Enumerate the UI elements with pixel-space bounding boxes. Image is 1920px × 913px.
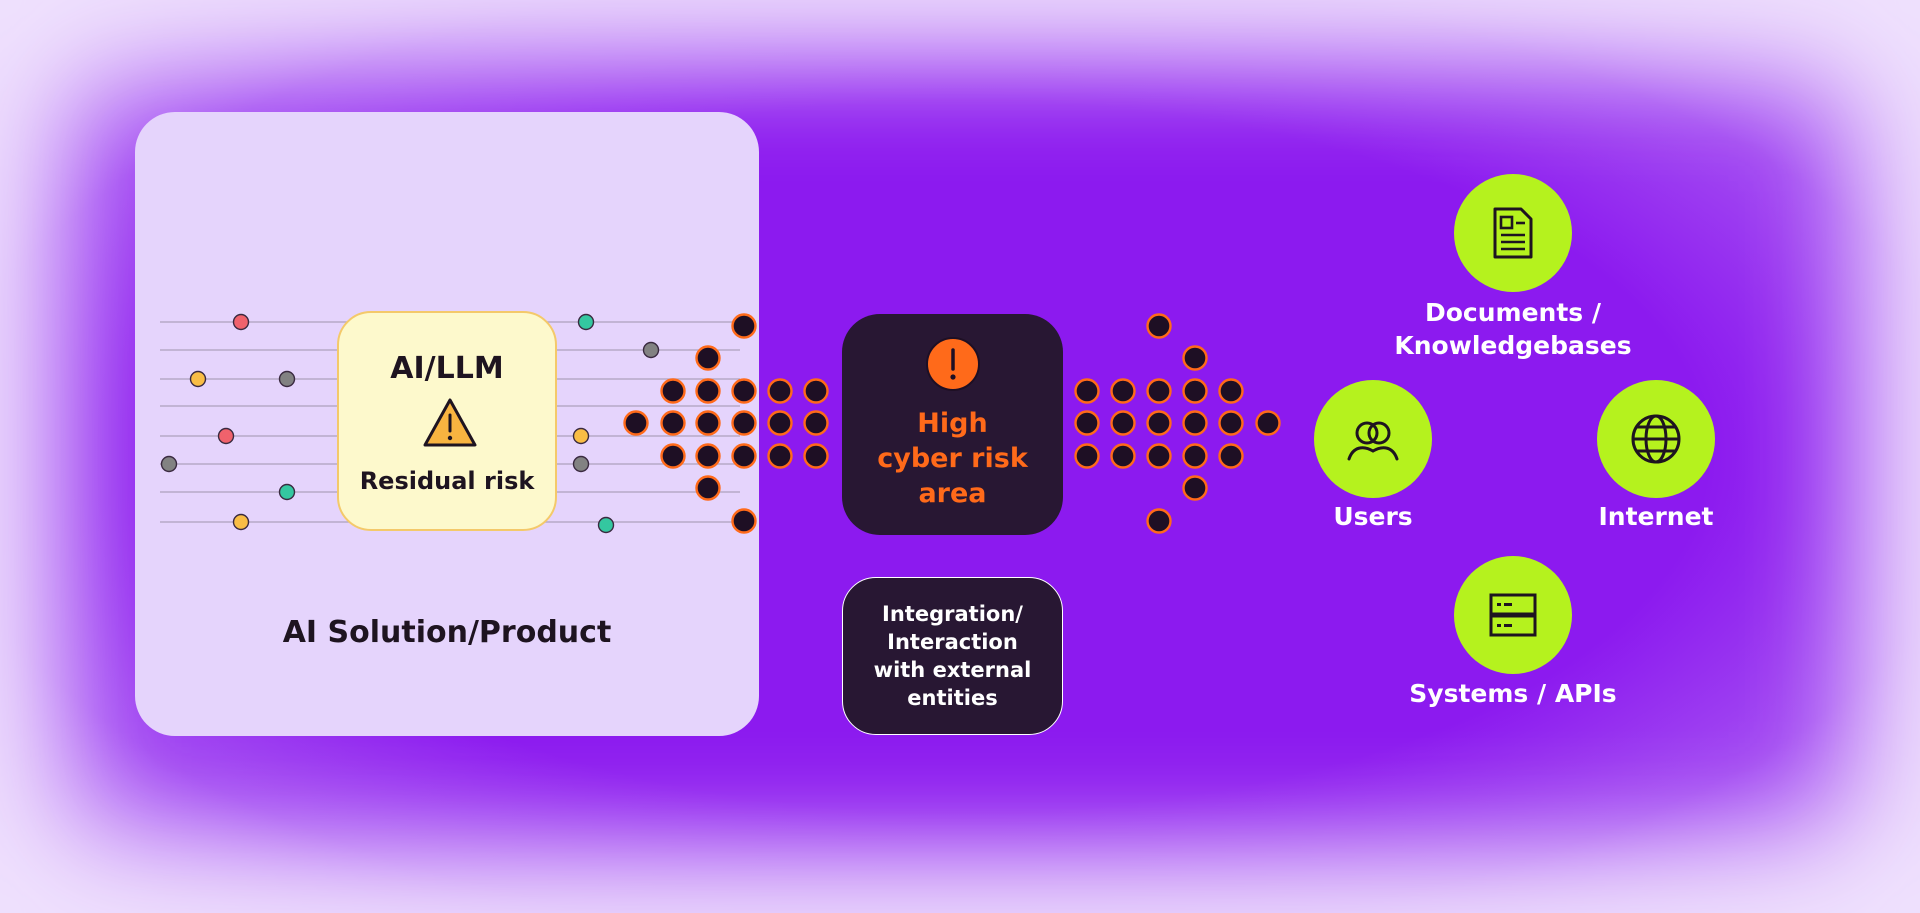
data-dot bbox=[278, 483, 296, 501]
data-dot bbox=[597, 516, 615, 534]
globe-icon bbox=[1631, 414, 1681, 464]
arrow-node bbox=[803, 378, 829, 404]
internet-label-text: Internet bbox=[1598, 502, 1714, 531]
arrow-node bbox=[731, 508, 757, 534]
systems-node bbox=[1454, 556, 1572, 674]
warning-triangle-icon bbox=[423, 398, 477, 447]
residual-risk-label: Residual risk bbox=[359, 467, 535, 495]
arrow-node bbox=[767, 443, 793, 469]
high-risk-box: High cyber risk area bbox=[842, 314, 1063, 535]
data-dot bbox=[278, 370, 296, 388]
documents-label: Documents / Knowledgebases bbox=[1363, 296, 1663, 362]
arrow-node bbox=[1182, 378, 1208, 404]
arrow-node bbox=[1182, 345, 1208, 371]
arrow-node bbox=[1218, 443, 1244, 469]
arrow-node bbox=[695, 345, 721, 371]
alert-circle-icon bbox=[926, 337, 980, 391]
data-dot bbox=[217, 427, 235, 445]
users-label-text: Users bbox=[1333, 502, 1413, 531]
arrow-node bbox=[803, 443, 829, 469]
integration-text: Integration/ Interaction with external e… bbox=[853, 600, 1053, 712]
ai-llm-box: AI/LLM Residual risk bbox=[337, 311, 557, 531]
arrow-node bbox=[695, 475, 721, 501]
arrow-node bbox=[1110, 378, 1136, 404]
arrow-node bbox=[1074, 378, 1100, 404]
arrow-node bbox=[1074, 410, 1100, 436]
arrow-node bbox=[1146, 443, 1172, 469]
arrow-node bbox=[660, 410, 686, 436]
arrow-node bbox=[695, 378, 721, 404]
arrow-node bbox=[767, 410, 793, 436]
arrow-node bbox=[1218, 410, 1244, 436]
users-node bbox=[1314, 380, 1432, 498]
risk-line-3: area bbox=[918, 478, 987, 509]
data-dot bbox=[232, 513, 250, 531]
arrow-node bbox=[660, 378, 686, 404]
risk-line-2: cyber risk bbox=[877, 443, 1028, 474]
data-dot bbox=[189, 370, 207, 388]
internet-label: Internet bbox=[1556, 500, 1756, 533]
internet-node bbox=[1597, 380, 1715, 498]
arrow-node bbox=[1182, 410, 1208, 436]
arrow-node bbox=[1146, 508, 1172, 534]
arrow-node bbox=[695, 443, 721, 469]
data-dot bbox=[642, 341, 660, 359]
documents-label-line-1: Documents / bbox=[1424, 298, 1601, 327]
arrow-node bbox=[731, 313, 757, 339]
document-icon bbox=[1493, 207, 1533, 259]
integration-line-4: entities bbox=[907, 686, 998, 710]
integration-line-2: Interaction bbox=[887, 630, 1018, 654]
risk-line-1: High bbox=[917, 408, 988, 439]
high-risk-text: High cyber risk area bbox=[842, 406, 1063, 511]
integration-line-3: with external bbox=[873, 658, 1032, 682]
data-dot bbox=[577, 313, 595, 331]
arrow-node bbox=[1110, 410, 1136, 436]
arrow-node bbox=[1255, 410, 1281, 436]
data-dot bbox=[572, 455, 590, 473]
arrow-node bbox=[731, 443, 757, 469]
data-dot bbox=[160, 455, 178, 473]
documents-node bbox=[1454, 174, 1572, 292]
arrow-node bbox=[1182, 443, 1208, 469]
arrow-node bbox=[623, 410, 649, 436]
data-dots bbox=[160, 313, 660, 534]
arrow-node bbox=[1182, 475, 1208, 501]
arrow-node bbox=[1218, 378, 1244, 404]
integration-box: Integration/ Interaction with external e… bbox=[842, 577, 1063, 735]
systems-label: Systems / APIs bbox=[1363, 677, 1663, 710]
users-label: Users bbox=[1273, 500, 1473, 533]
integration-line-1: Integration/ bbox=[882, 602, 1023, 626]
server-icon bbox=[1489, 593, 1537, 637]
product-label: AI Solution/Product bbox=[282, 615, 612, 650]
arrow-node bbox=[767, 378, 793, 404]
arrow-node bbox=[1110, 443, 1136, 469]
arrow-node bbox=[695, 410, 721, 436]
arrow-node bbox=[731, 378, 757, 404]
arrow-node bbox=[803, 410, 829, 436]
data-dot bbox=[572, 427, 590, 445]
arrow-nodes bbox=[623, 313, 1281, 534]
data-dot bbox=[232, 313, 250, 331]
llm-title: AI/LLM bbox=[390, 351, 504, 386]
arrow-node bbox=[1146, 410, 1172, 436]
users-icon bbox=[1347, 421, 1399, 461]
arrow-node bbox=[1146, 378, 1172, 404]
systems-label-text: Systems / APIs bbox=[1409, 679, 1617, 708]
documents-label-line-2: Knowledgebases bbox=[1394, 331, 1632, 360]
arrow-node bbox=[660, 443, 686, 469]
arrow-node bbox=[1074, 443, 1100, 469]
arrow-node bbox=[1146, 313, 1172, 339]
arrow-node bbox=[731, 410, 757, 436]
